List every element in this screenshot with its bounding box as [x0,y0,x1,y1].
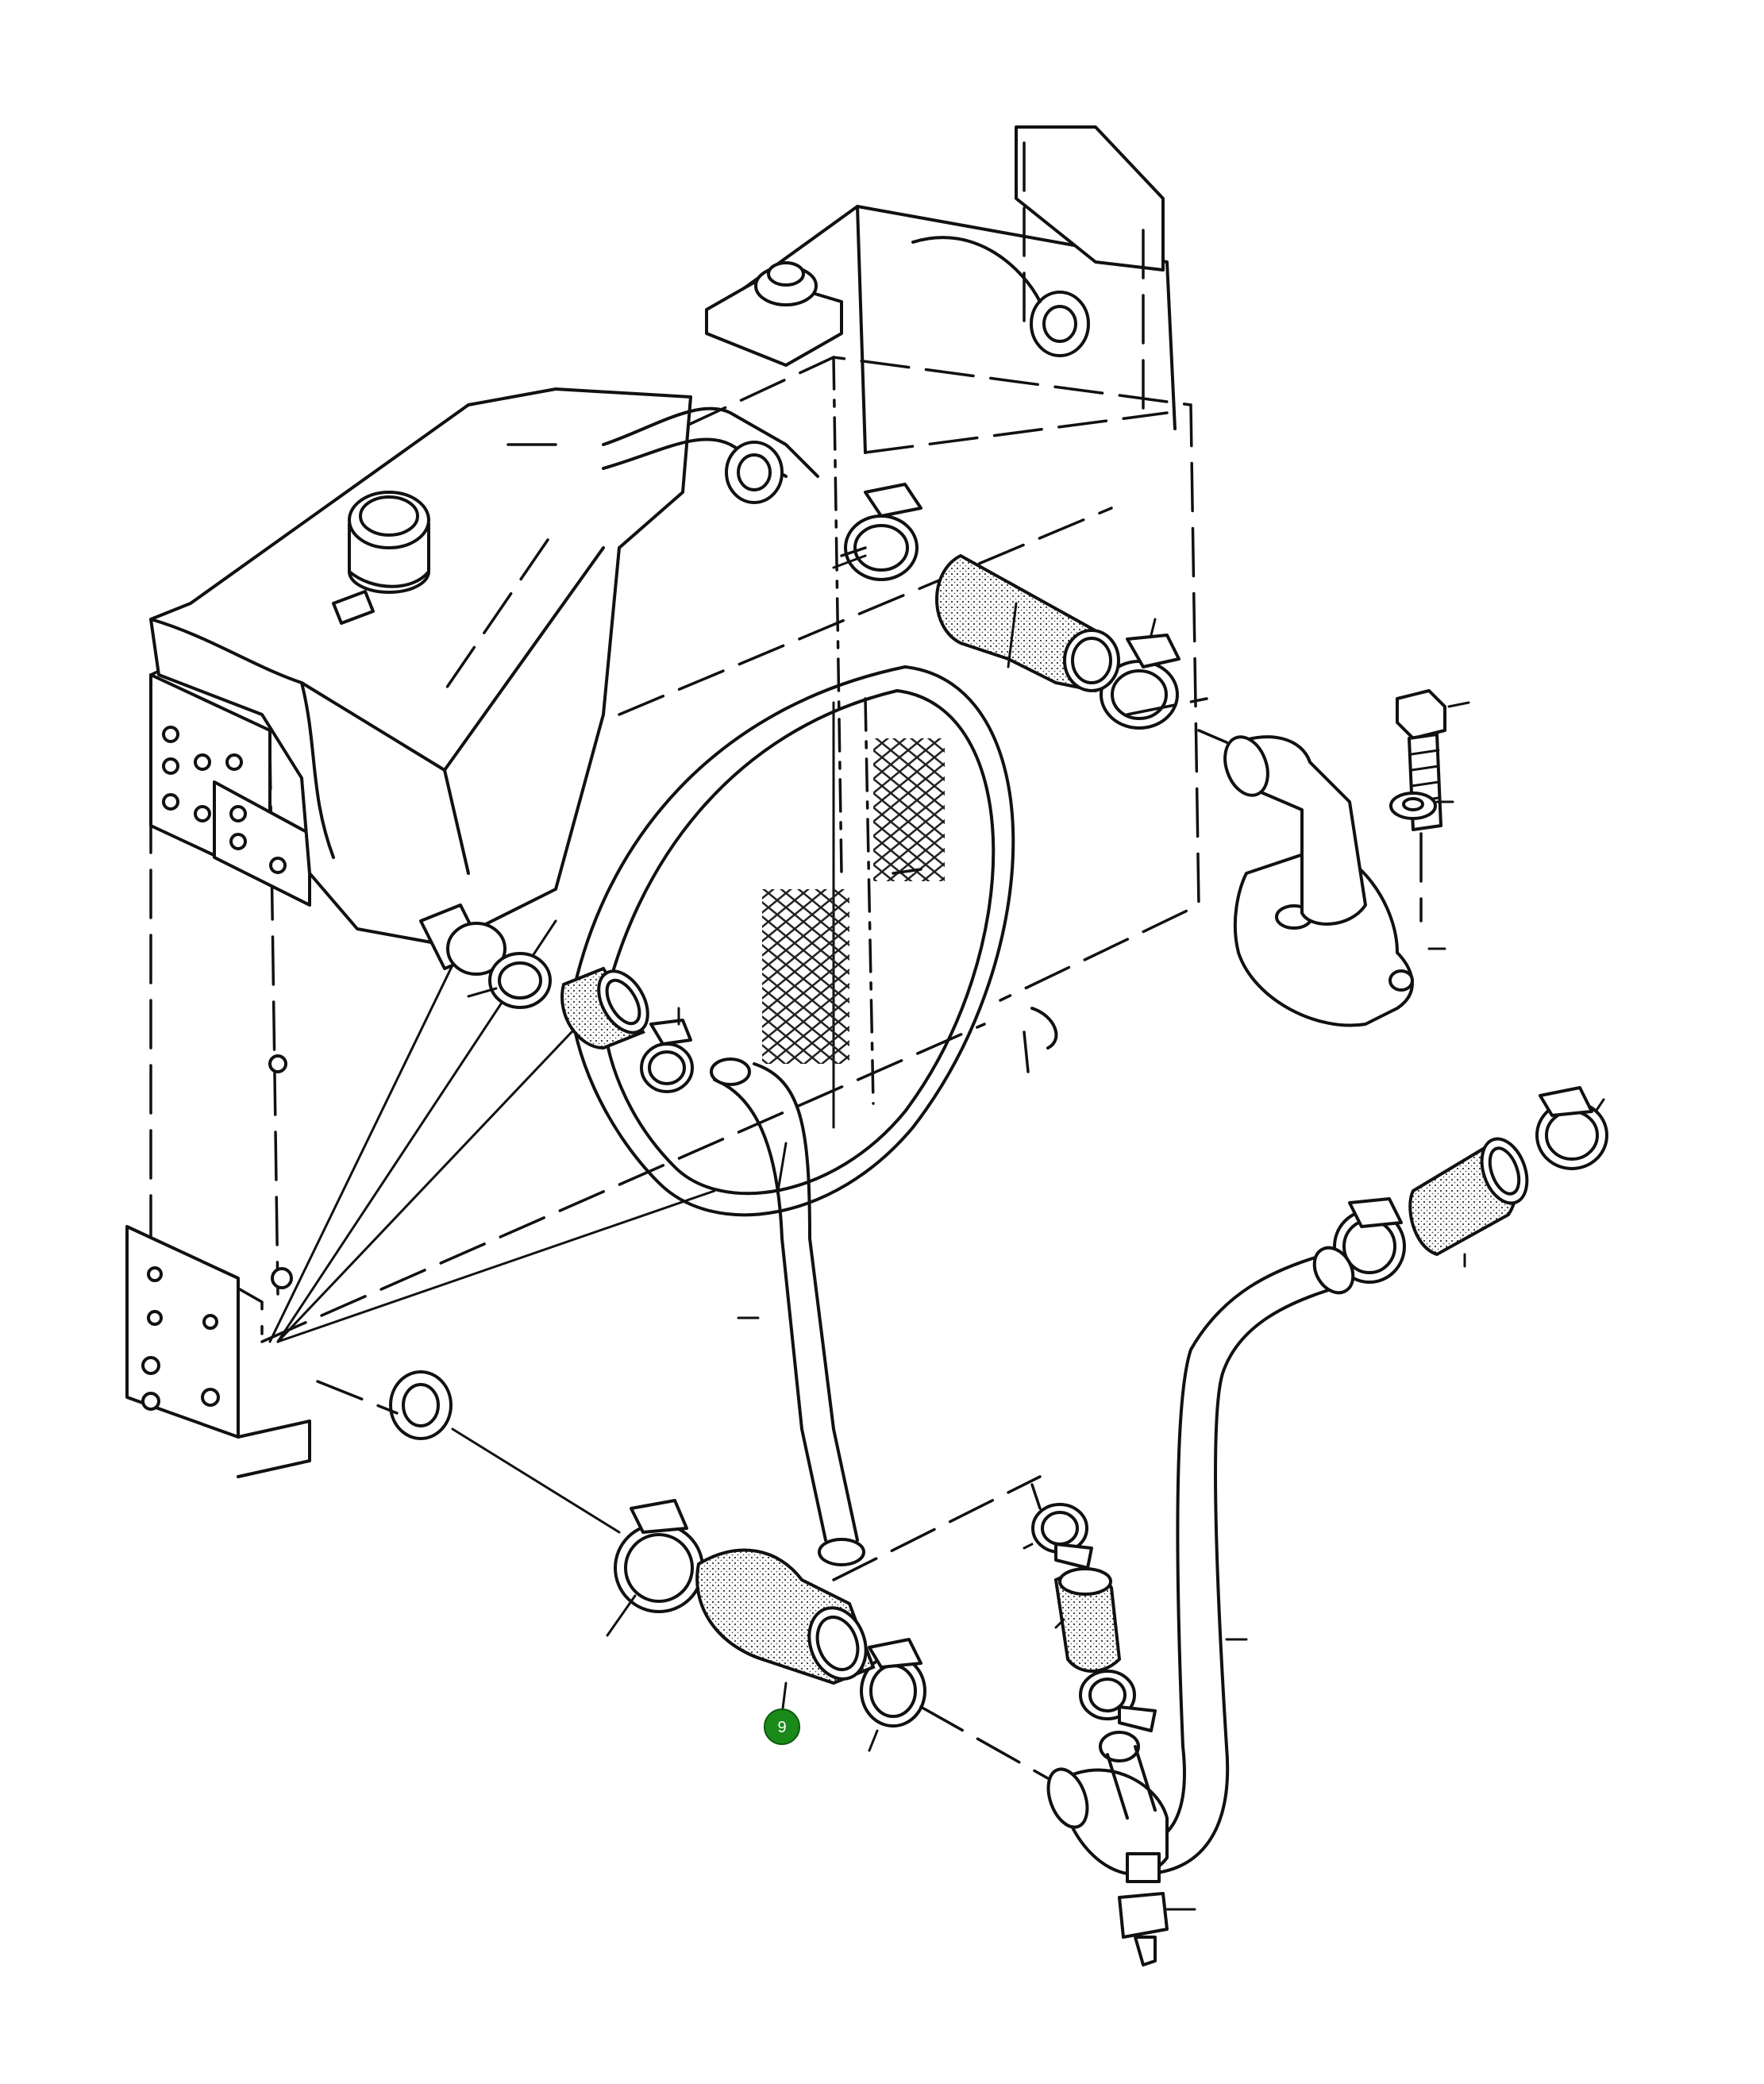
hose-clamp-tank-left [446,922,552,1009]
hose-clamp-lower-left [606,1499,704,1637]
right-short-hose [1408,1137,1529,1268]
tee-pipe [1046,1731,1196,1967]
washer [1389,792,1454,923]
hose-clamp-lower-mid [860,1638,926,1752]
callout-label: 9 [777,1719,786,1736]
assembly-lines [451,546,1208,1780]
fan-shroud [570,665,1015,1217]
vertical-pipe [710,1057,865,1566]
callout-circle[interactable] [764,1708,800,1745]
hose-clamp-small-upper [1023,1503,1093,1570]
short-hose-tank [560,966,649,1050]
hose-clamp-right-1 [1535,1086,1608,1170]
lower-left-hose [695,1548,876,1716]
hose-clamp-mid [640,1007,694,1093]
s-pipe-right [1142,1246,1355,1875]
small-vertical-hose [1053,1567,1122,1673]
hose-clamp-upper-2 [1100,618,1180,730]
upper-hose [935,553,1120,693]
radiator-core [125,125,1200,1478]
hose-clamp-upper-1 [832,483,922,581]
expansion-tank [149,387,819,970]
elbow-pipe-flange [1197,729,1446,1027]
callout-badge[interactable]: 9 [764,1708,800,1745]
hose-clamp-small-lower [1079,1670,1157,1732]
